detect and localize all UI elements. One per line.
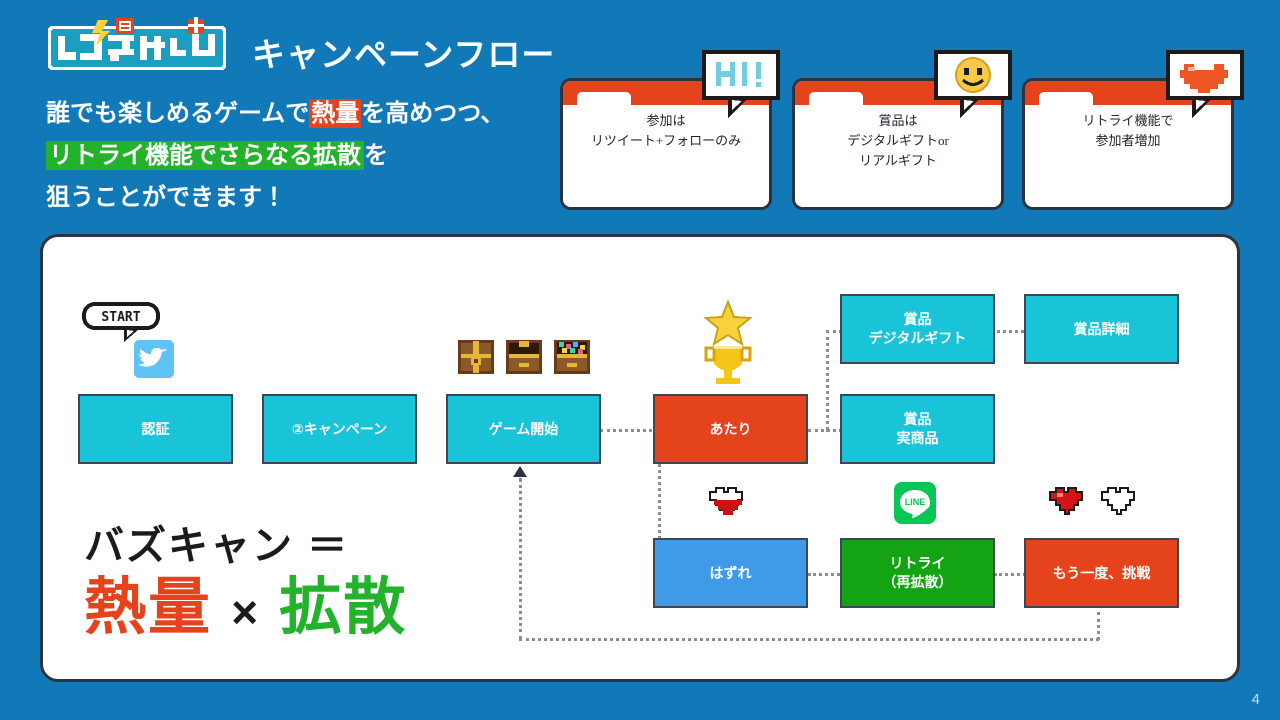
heart-icon xyxy=(1162,48,1248,120)
card-line-1: 参加は xyxy=(646,113,686,128)
lead-line-1-b: を高めつつ、 xyxy=(361,100,505,127)
flow-node-prize-digital-label-1: 賞品 xyxy=(903,311,932,327)
equation-term-kakusan: 拡散 xyxy=(279,573,408,642)
page-number: 4 xyxy=(1251,691,1260,708)
trophy-icon xyxy=(700,300,756,388)
flow-node-prize-detail-label: 賞品詳細 xyxy=(1073,320,1130,337)
connector-game-win xyxy=(600,429,658,432)
card-text: リトライ機能で 参加者増加 xyxy=(1025,111,1231,151)
card-text: 賞品は デジタルギフトor リアルギフト xyxy=(795,111,1001,171)
flow-node-prize-real-label-1: 賞品 xyxy=(903,411,932,427)
flow-node-retry-label-2: （再拡散） xyxy=(882,574,953,590)
flow-node-win-label: あたり xyxy=(709,420,752,437)
connector-retry-again xyxy=(994,573,1026,576)
connector-loop-up xyxy=(519,478,522,640)
page-title: キャンペーンフロー xyxy=(252,36,556,73)
flow-node-retry-label-1: リトライ xyxy=(889,555,946,571)
connector-win-split-v xyxy=(826,330,829,430)
equation-block: バズキャン ＝ 熱量 × 拡散 xyxy=(84,520,407,648)
smiley-face-icon xyxy=(930,48,1016,120)
equation-line-1: バズキャン ＝ xyxy=(84,524,350,568)
flow-node-prize-digital-label-2: デジタルギフト xyxy=(868,330,967,346)
lead-line-1: 誰でも楽しめるゲームで熱量を高めつつ、 xyxy=(46,96,546,132)
flow-node-game-start-label: ゲーム開始 xyxy=(488,420,559,437)
connector-game-down xyxy=(658,429,661,574)
connector-to-real xyxy=(826,429,848,432)
flow-node-campaign[interactable]: ②キャンペーン xyxy=(262,394,417,464)
card-line-1: リトライ機能で xyxy=(1082,113,1174,128)
card-line-2: 参加者増加 xyxy=(1095,133,1161,148)
half-heart-icon xyxy=(704,482,752,522)
connector-lose-retry xyxy=(808,573,840,576)
line-app-icon: LINE xyxy=(894,482,936,524)
flow-node-prize-detail[interactable]: 賞品詳細 xyxy=(1024,294,1179,364)
treasure-chest-icons xyxy=(452,336,592,378)
flow-node-prize-real-label-2: 実商品 xyxy=(896,430,939,446)
flow-node-lose[interactable]: はずれ xyxy=(653,538,808,608)
lead-line-2-b: を xyxy=(364,142,388,169)
flow-node-campaign-label: ②キャンペーン xyxy=(291,420,388,437)
flow-node-prize-real[interactable]: 賞品 実商品 xyxy=(840,394,995,464)
equation-term-netsuryou: 熱量 xyxy=(84,573,213,642)
card-line-3: リアルギフト xyxy=(859,153,937,168)
card-sheet xyxy=(795,105,1001,207)
lead-paragraph: 誰でも楽しめるゲームで熱量を高めつつ、 リトライ機能でさらなる拡散を 狙うことが… xyxy=(46,96,546,222)
equation-line-2: 熱量 × 拡散 xyxy=(84,572,407,648)
lead-line-3: 狙うことができます！ xyxy=(46,184,286,211)
connector-to-digital xyxy=(826,330,848,333)
svg-text:LINE: LINE xyxy=(905,497,926,507)
lead-line-2: リトライ機能でさらなる拡散を xyxy=(46,138,546,174)
card-text: 参加は リツイート+フォローのみ xyxy=(563,111,769,151)
svg-text:START: START xyxy=(101,310,140,325)
card-line-1: 賞品は xyxy=(878,113,918,128)
twitter-bird-icon xyxy=(134,340,174,378)
flow-node-win[interactable]: あたり xyxy=(653,394,808,464)
connector-digital-detail xyxy=(992,330,1024,333)
flow-node-auth-label: 認証 xyxy=(141,420,170,437)
lead-highlight-retry: リトライ機能でさらなる拡散 xyxy=(46,141,364,170)
connector-loop-back xyxy=(519,638,1099,641)
flow-node-again[interactable]: もう一度、挑戦 xyxy=(1024,538,1179,608)
buzz-can-logo xyxy=(42,16,238,78)
hi-speech-bubble-icon xyxy=(698,48,784,120)
flow-node-again-label: もう一度、挑戦 xyxy=(1052,564,1151,581)
loop-arrow-head xyxy=(513,466,527,477)
card-sheet xyxy=(1025,105,1231,207)
lead-highlight-netsuryou: 熱量 xyxy=(309,99,362,128)
connector-again-down xyxy=(1097,612,1100,640)
lead-line-1-a: 誰でも楽しめるゲームで xyxy=(46,100,310,127)
flow-node-retry[interactable]: リトライ （再拡散） xyxy=(840,538,995,608)
card-sheet xyxy=(563,105,769,207)
flow-node-game-start[interactable]: ゲーム開始 xyxy=(446,394,601,464)
two-hearts-icon xyxy=(1046,482,1146,522)
flow-node-lose-label: はずれ xyxy=(709,564,752,581)
flow-node-auth[interactable]: 認証 xyxy=(78,394,233,464)
flow-node-prize-digital[interactable]: 賞品 デジタルギフト xyxy=(840,294,995,364)
equation-operator: × xyxy=(231,586,261,638)
card-line-2: リツイート+フォローのみ xyxy=(590,133,742,148)
card-line-2: デジタルギフトor xyxy=(847,133,949,148)
start-speech-bubble: START xyxy=(80,300,164,342)
